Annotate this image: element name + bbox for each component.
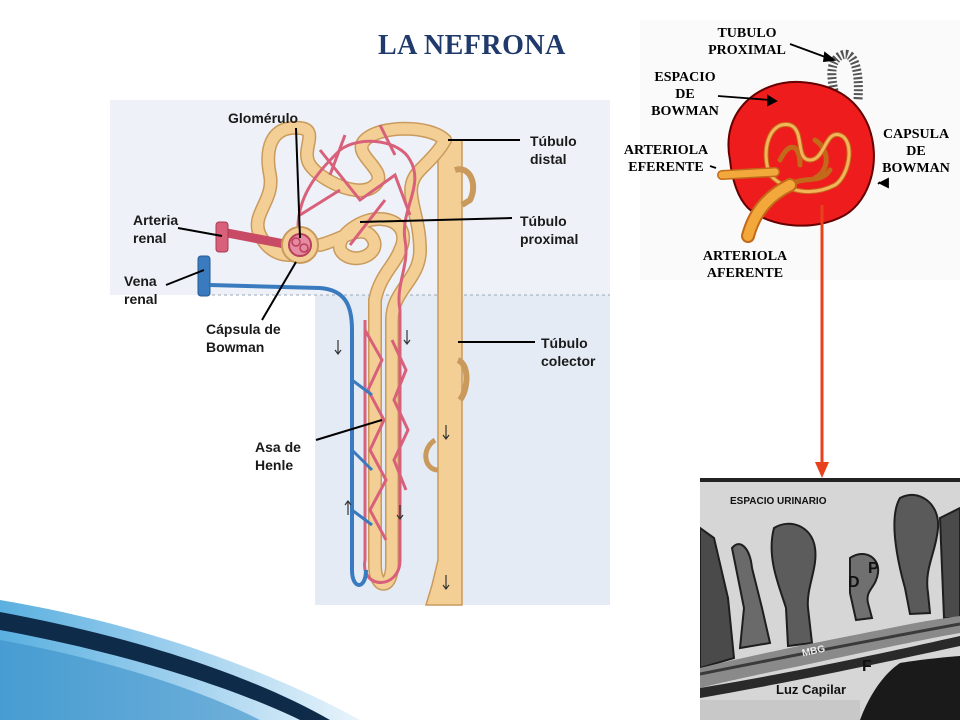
label-vena-renal: Vena renal bbox=[124, 272, 157, 308]
label-line: ARTERIOLA bbox=[623, 143, 709, 158]
label-glomerulo: Glomérulo bbox=[228, 110, 299, 126]
label-line: distal bbox=[530, 151, 567, 167]
label-asa-henle: Asa de Henle bbox=[255, 438, 301, 474]
label-line: CAPSULA bbox=[882, 127, 950, 142]
label-line: renal bbox=[124, 291, 158, 307]
label-arteriola-aferente: ARTERIOLA AFERENTE bbox=[690, 248, 800, 282]
proximal-tubule-segment bbox=[827, 49, 863, 101]
leader-tubulo-proximal bbox=[359, 217, 513, 223]
label-arteria-renal: Arteria renal bbox=[133, 211, 178, 247]
vasa-recta bbox=[363, 329, 388, 541]
collecting-duct-branch bbox=[423, 437, 439, 473]
label-tubulo-distal: Túbulo distal bbox=[530, 132, 577, 168]
label-line: Arteria bbox=[133, 212, 179, 228]
label-line: renal bbox=[133, 230, 167, 246]
label-line: Henle bbox=[255, 457, 294, 473]
label-capsula-bowman: Cápsula de Bowman bbox=[206, 320, 281, 356]
label-espacio-urinario: ESPACIO URINARIO bbox=[730, 496, 827, 507]
efferent-arteriole-fill bbox=[718, 168, 779, 179]
label-line: Túbulo bbox=[530, 133, 577, 149]
label-tubulo-colector: Túbulo colector bbox=[541, 334, 595, 370]
label-line: DE bbox=[906, 144, 926, 159]
label-line: Cápsula de bbox=[206, 321, 281, 337]
label-line: EFERENTE bbox=[628, 160, 704, 175]
label-p: P bbox=[868, 560, 879, 577]
label-line: Túbulo bbox=[520, 213, 567, 229]
basement-membrane bbox=[700, 616, 960, 688]
renal-vein-branch bbox=[350, 378, 374, 527]
leader-glomerulo bbox=[295, 127, 301, 239]
slide-title: LA NEFRONA bbox=[378, 30, 566, 61]
label-line: Vena bbox=[124, 273, 157, 289]
peritubular-capillary bbox=[296, 139, 417, 584]
label-d: D bbox=[848, 574, 860, 591]
label-line: ESPACIO bbox=[654, 70, 716, 85]
label-tubulo-proximal-right: TUBULO PROXIMAL bbox=[702, 25, 792, 59]
vasa-recta bbox=[390, 339, 410, 491]
leader-arteria-renal bbox=[177, 227, 223, 237]
renal-artery bbox=[221, 227, 291, 250]
label-line: Asa de bbox=[255, 439, 301, 455]
label-arteriola-eferente: ARTERIOLA EFERENTE bbox=[616, 142, 716, 176]
label-espacio-bowman: ESPACIO DE BOWMAN bbox=[640, 69, 730, 120]
label-line: BOWMAN bbox=[651, 104, 719, 119]
label-line: BOWMAN bbox=[882, 161, 950, 176]
label-line: ARTERIOLA bbox=[702, 249, 788, 264]
leader-asa-henle bbox=[315, 419, 383, 441]
label-line: TUBULO bbox=[717, 26, 777, 41]
renal-vein bbox=[209, 283, 368, 587]
label-luz-capilar: Luz Capilar bbox=[776, 682, 847, 697]
micrograph-image bbox=[700, 478, 960, 720]
label-line: Bowman bbox=[206, 339, 265, 355]
renal-artery-end bbox=[215, 221, 229, 253]
electron-micrograph: ESPACIO URINARIO D P MBG F Luz Capilar bbox=[700, 478, 960, 720]
label-line: PROXIMAL bbox=[708, 43, 786, 58]
label-line: Túbulo bbox=[541, 335, 588, 351]
label-line: proximal bbox=[520, 231, 579, 247]
label-line: DE bbox=[675, 87, 695, 102]
label-tubulo-proximal: Túbulo proximal bbox=[520, 212, 578, 248]
leader-capsula bbox=[261, 261, 297, 321]
collecting-duct-branch bbox=[456, 357, 470, 402]
label-line: AFERENTE bbox=[706, 266, 784, 281]
label-line: colector bbox=[541, 353, 596, 369]
zoom-arrow-head bbox=[815, 462, 829, 478]
renal-vein-end bbox=[197, 255, 211, 297]
label-capsula-bowman-right: CAPSULA DE BOWMAN bbox=[872, 126, 960, 177]
label-f: F bbox=[862, 658, 872, 675]
leader-vena-renal bbox=[165, 269, 205, 286]
collecting-duct-branch bbox=[454, 166, 477, 208]
